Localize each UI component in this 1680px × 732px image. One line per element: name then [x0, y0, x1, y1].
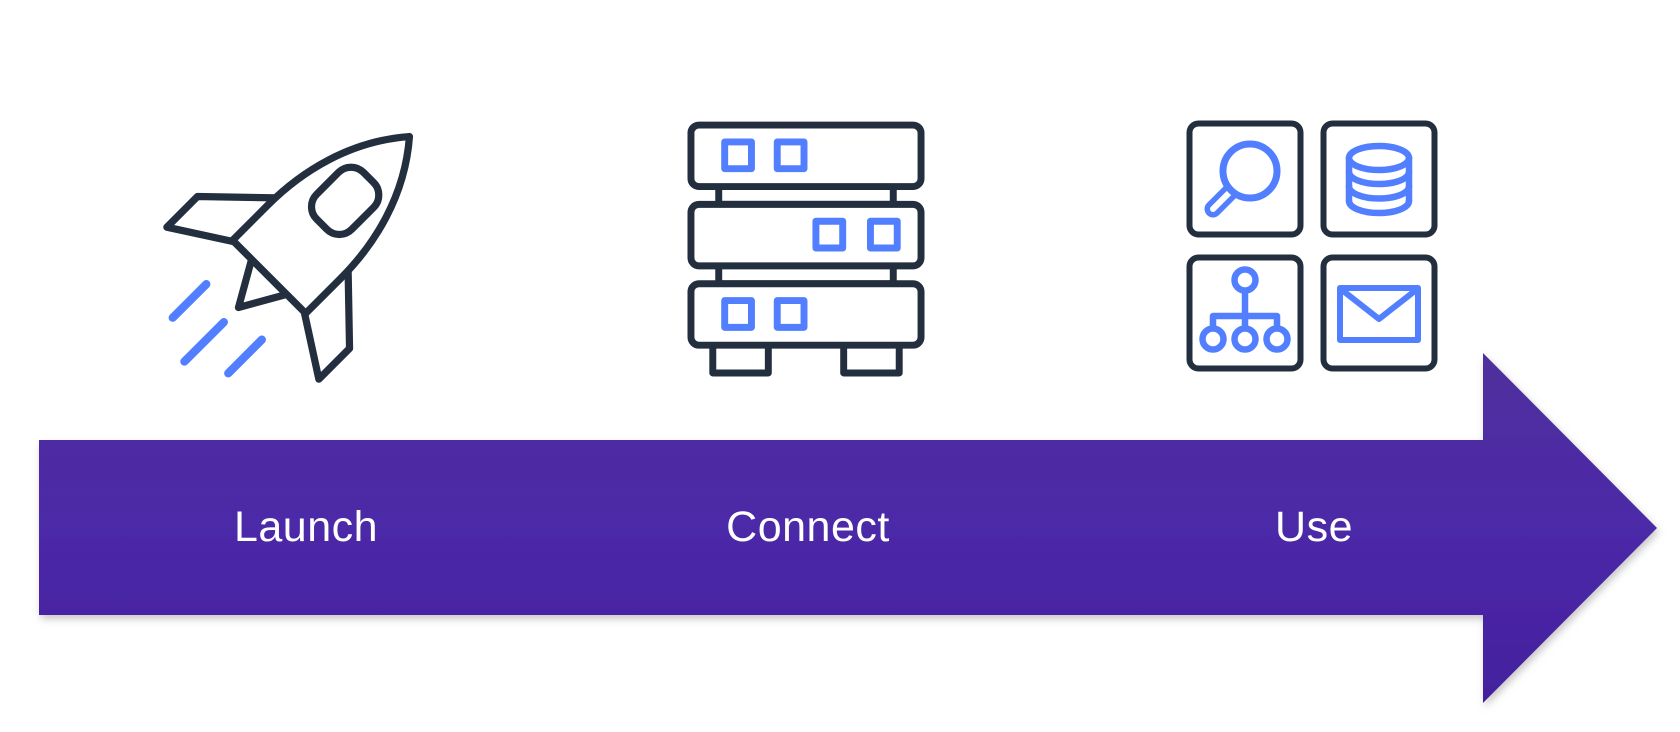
- org-hierarchy-icon: [1186, 254, 1304, 372]
- rocket-icon: [163, 132, 414, 383]
- rocket-exhaust-lines: [168, 280, 266, 378]
- server-indicator-lights: [721, 138, 901, 331]
- server-stack-icon: [687, 121, 925, 377]
- arrow-shape: [39, 353, 1657, 703]
- database-icon: [1320, 120, 1438, 238]
- app-grid-icon: [1186, 120, 1438, 372]
- step-label-use: Use: [1275, 503, 1353, 551]
- rocket-window: [307, 163, 383, 239]
- step-label-connect: Connect: [726, 503, 890, 551]
- server-rack-middle: [687, 200, 925, 270]
- step-label-launch: Launch: [233, 503, 379, 551]
- envelope-icon: [1320, 254, 1438, 372]
- magnifying-glass-icon: [1186, 120, 1304, 238]
